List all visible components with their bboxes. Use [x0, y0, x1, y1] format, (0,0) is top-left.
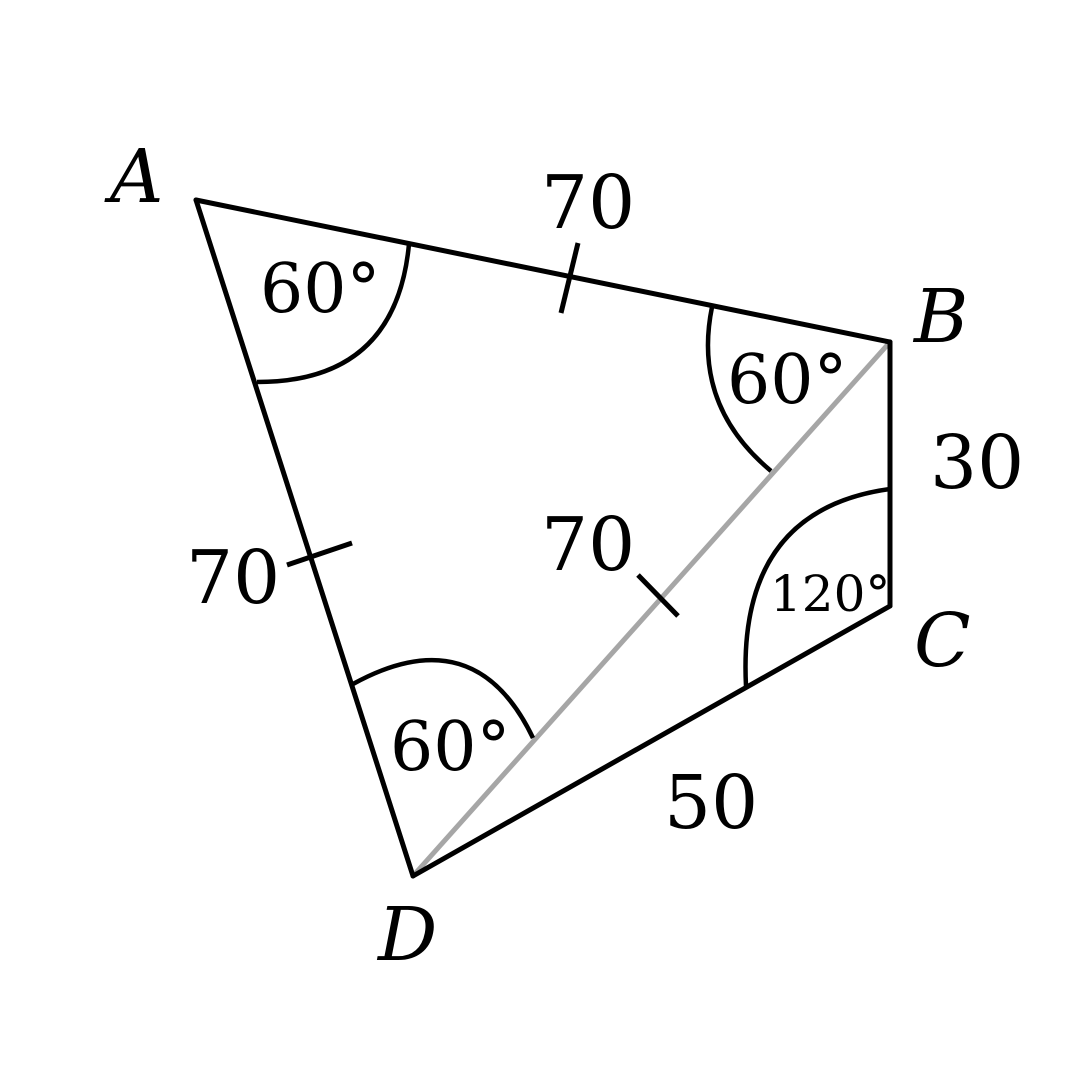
length-label-cd: 50 [664, 760, 758, 846]
side-ab [193, 197, 893, 345]
angle-arc-d [351, 657, 536, 739]
angle-label-c: 120° [770, 565, 890, 623]
length-label-ad: 70 [186, 535, 280, 621]
angle-label-b: 60° [727, 341, 848, 420]
vertex-label-a: A [104, 134, 163, 220]
angle-arc-b [705, 306, 773, 473]
tick-mark-bd [636, 573, 680, 618]
tick-mark-ad [286, 540, 353, 568]
angle-arc-a [256, 243, 412, 385]
tick-mark-ab [558, 242, 581, 314]
vertex-label-b: B [912, 274, 968, 360]
diagonal-bd [411, 340, 892, 878]
angle-label-d: 60° [390, 708, 511, 787]
vertex-label-c: C [914, 598, 971, 684]
vertex-label-d: D [376, 892, 437, 978]
angle-arc-c [743, 486, 891, 687]
length-label-ab: 70 [541, 160, 635, 246]
side-da [193, 197, 416, 879]
length-label-bd: 70 [541, 502, 635, 588]
angle-label-a: 60° [260, 250, 381, 329]
side-cd [410, 603, 893, 879]
length-label-bc: 30 [930, 420, 1024, 506]
